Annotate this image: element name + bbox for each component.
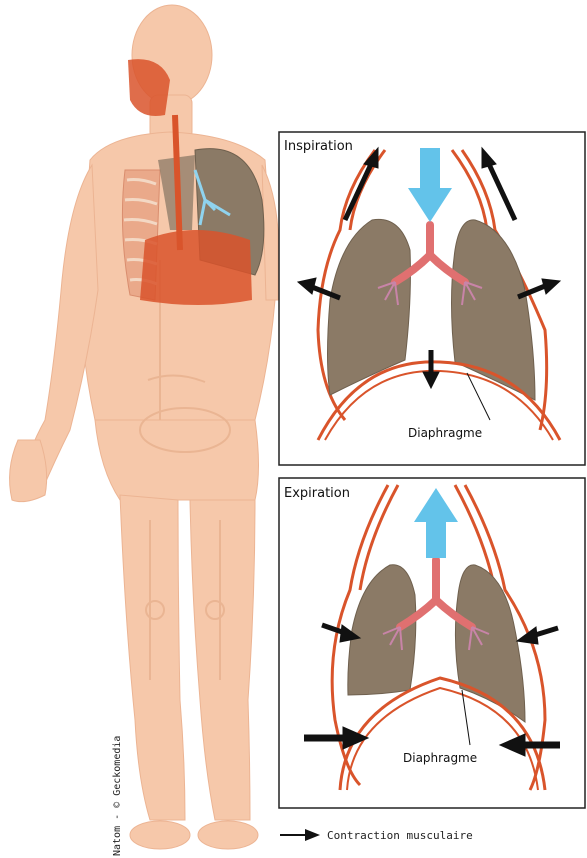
inspiration-title: Inspiration (284, 139, 353, 154)
legend-label: Contraction musculaire (327, 829, 473, 842)
inspiration-panel: Inspiration Diaphragme (279, 132, 585, 465)
body-figure (10, 5, 278, 849)
expiration-panel: Expiration Diaphragme (279, 478, 585, 808)
expiration-title: Expiration (284, 486, 350, 501)
expiration-diaphragm-label: Diaphragme (403, 751, 477, 765)
inspiration-diaphragm-label: Diaphragme (408, 426, 482, 440)
credit-text: Natom - © Geckomedia (112, 736, 123, 856)
legend: Contraction musculaire (280, 829, 473, 842)
legend-arrow-icon (280, 829, 320, 841)
